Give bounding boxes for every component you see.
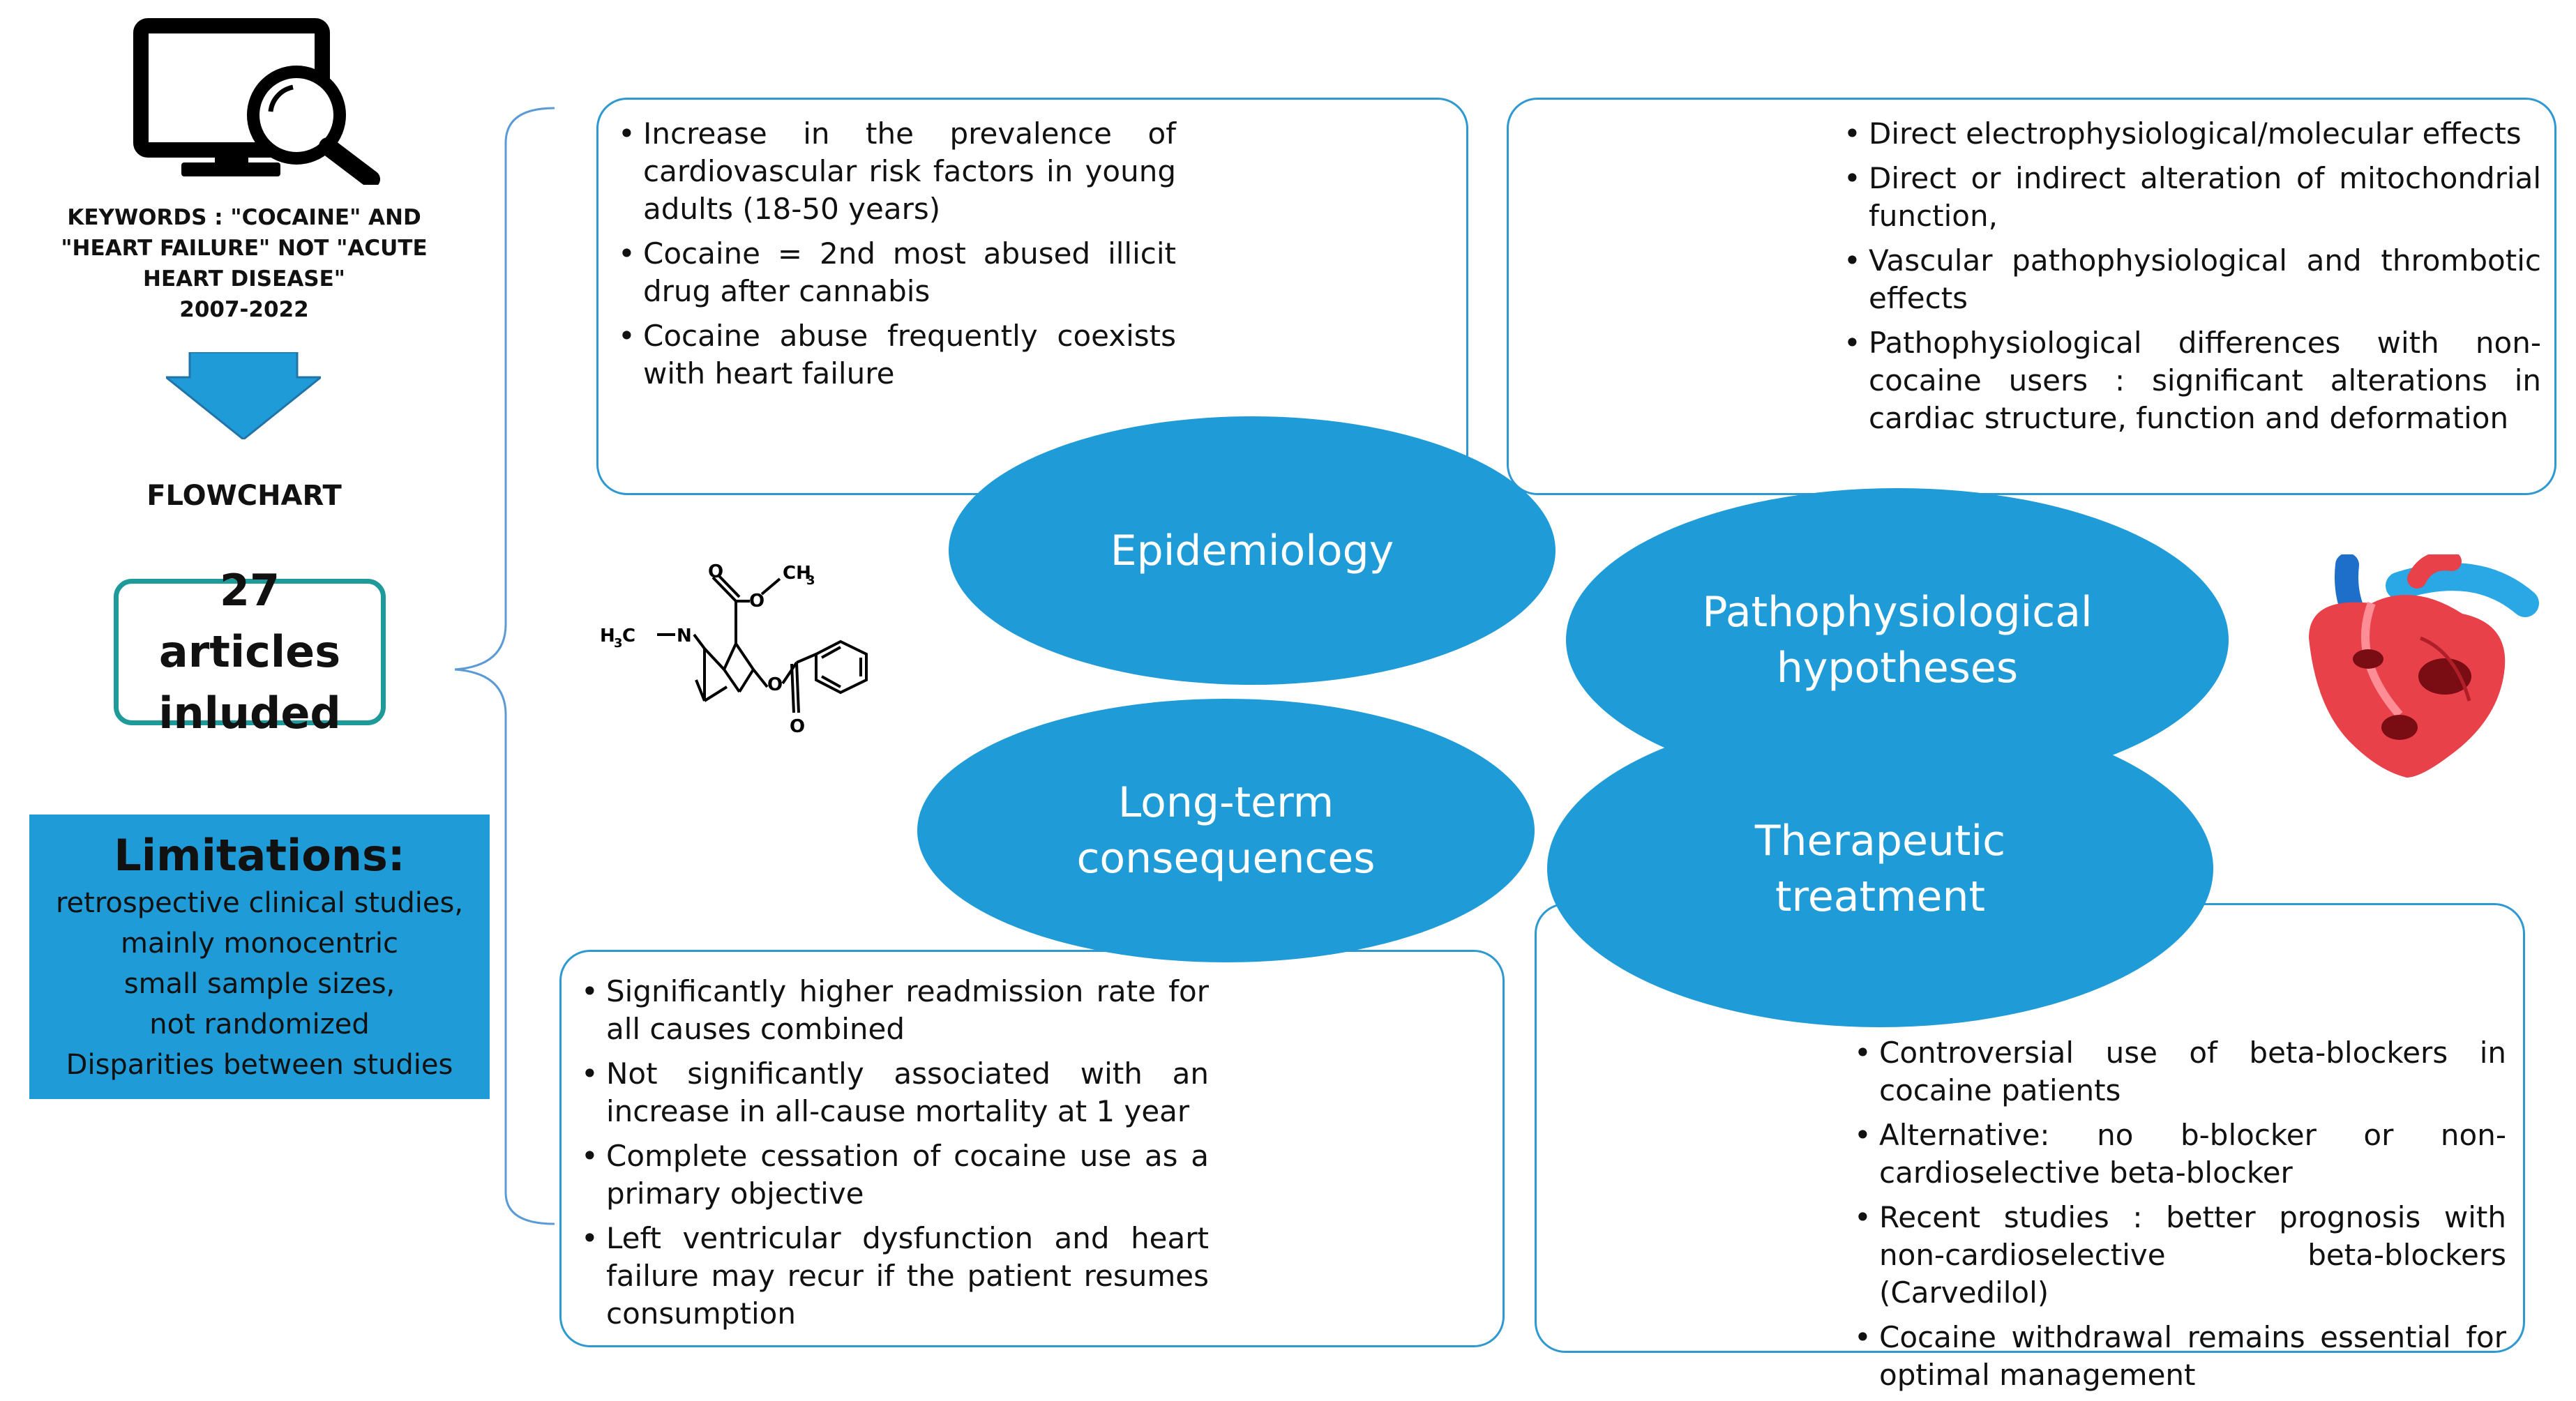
long-term-item: Not significantly associated with an inc…	[581, 1055, 1209, 1130]
down-arrow-icon	[166, 352, 321, 439]
epidemiology-item: Cocaine = 2nd most abused illicit drug a…	[618, 235, 1176, 310]
epidemiology-oval: Epidemiology	[949, 416, 1556, 685]
epidemiology-box: Increase in the prevalence of cardiovasc…	[596, 98, 1468, 495]
limitation-item: not randomized	[149, 1008, 370, 1040]
long-term-label: consequences	[1076, 834, 1376, 883]
long-term-item: Complete cessation of cocaine use as a p…	[581, 1137, 1209, 1213]
limitation-item: retrospective clinical studies,	[55, 887, 464, 919]
curly-brace	[454, 107, 555, 1225]
articles-included-box: 27 articles inluded	[114, 565, 386, 739]
long-term-item: Left ventricular dysfunction and heart f…	[581, 1220, 1209, 1333]
pathophysiology-item: Direct electrophysiological/molecular ef…	[1844, 115, 2541, 153]
long-term-oval: Long-term consequences	[917, 699, 1535, 962]
keywords-line: "HEART FAILURE" NOT "ACUTE	[61, 236, 428, 261]
n-methyl-c-label: C	[622, 626, 635, 646]
epidemiology-item: Increase in the prevalence of cardiovasc…	[618, 115, 1176, 228]
cocaine-molecule-diagram: O O CH 3 H 3 C N O O	[600, 561, 868, 737]
limitation-item: small sample sizes,	[123, 968, 396, 1000]
flowchart-label: FLOWCHART	[146, 480, 342, 512]
oxygen-label: O	[767, 674, 783, 695]
limitation-item: mainly monocentric	[121, 927, 398, 960]
articles-status: inluded	[158, 688, 341, 739]
pathophysiology-item: Pathophysiological differences with non-…	[1844, 324, 2541, 437]
oxygen-label: O	[749, 591, 764, 612]
methyl-subscript: 3	[806, 573, 815, 588]
heart-illustration	[2309, 554, 2539, 778]
pathophysiology-item: Vascular pathophysiological and thrombot…	[1844, 242, 2541, 317]
search-keywords: KEYWORDS : "COCAINE" AND "HEART FAILURE"…	[49, 202, 439, 325]
keywords-date-range: 2007-2022	[179, 297, 309, 322]
keywords-line: KEYWORDS : "COCAINE" AND	[67, 205, 421, 230]
epidemiology-item: Cocaine abuse frequently coexists with h…	[618, 317, 1176, 393]
long-term-box: Significantly higher readmission rate fo…	[559, 950, 1505, 1347]
n-methyl-subscript: 3	[614, 636, 623, 651]
pathophysiology-label: hypotheses	[1776, 643, 2019, 692]
therapeutic-label: treatment	[1775, 872, 1985, 921]
keywords-line: HEART DISEASE"	[143, 266, 345, 291]
therapeutic-item: Alternative: no b-blocker or non-cardios…	[1854, 1116, 2506, 1192]
nitrogen-label: N	[677, 626, 692, 646]
limitation-item: Disparities between studies	[66, 1049, 453, 1081]
therapeutic-label: Therapeutic	[1754, 816, 2006, 865]
long-term-item: Significantly higher readmission rate fo…	[581, 973, 1209, 1048]
therapeutic-oval: Therapeutic treatment	[1547, 710, 2213, 1027]
therapeutic-item: Cocaine withdrawal remains essential for…	[1854, 1319, 2506, 1394]
oxygen-label: O	[790, 716, 805, 737]
pathophysiology-item: Direct or indirect alteration of mitocho…	[1844, 160, 2541, 235]
methyl-label: CH	[783, 563, 811, 584]
epidemiology-label: Epidemiology	[1110, 526, 1394, 575]
limitations-title: Limitations:	[114, 830, 405, 881]
limitations-box: Limitations: retrospective clinical stud…	[29, 815, 490, 1099]
oxygen-label: O	[708, 561, 723, 582]
pathophysiology-box: Direct electrophysiological/molecular ef…	[1507, 98, 2556, 495]
computer-search-icon	[133, 18, 380, 185]
therapeutic-item: Controversial use of beta-blockers in co…	[1854, 1034, 2506, 1110]
n-methyl-h-label: H	[600, 626, 615, 646]
therapeutic-item: Recent studies : better prognosis with n…	[1854, 1199, 2506, 1312]
long-term-label: Long-term	[1117, 778, 1334, 827]
articles-count: 27 articles	[158, 565, 341, 677]
pathophysiology-label: Pathophysiological	[1702, 587, 2093, 637]
